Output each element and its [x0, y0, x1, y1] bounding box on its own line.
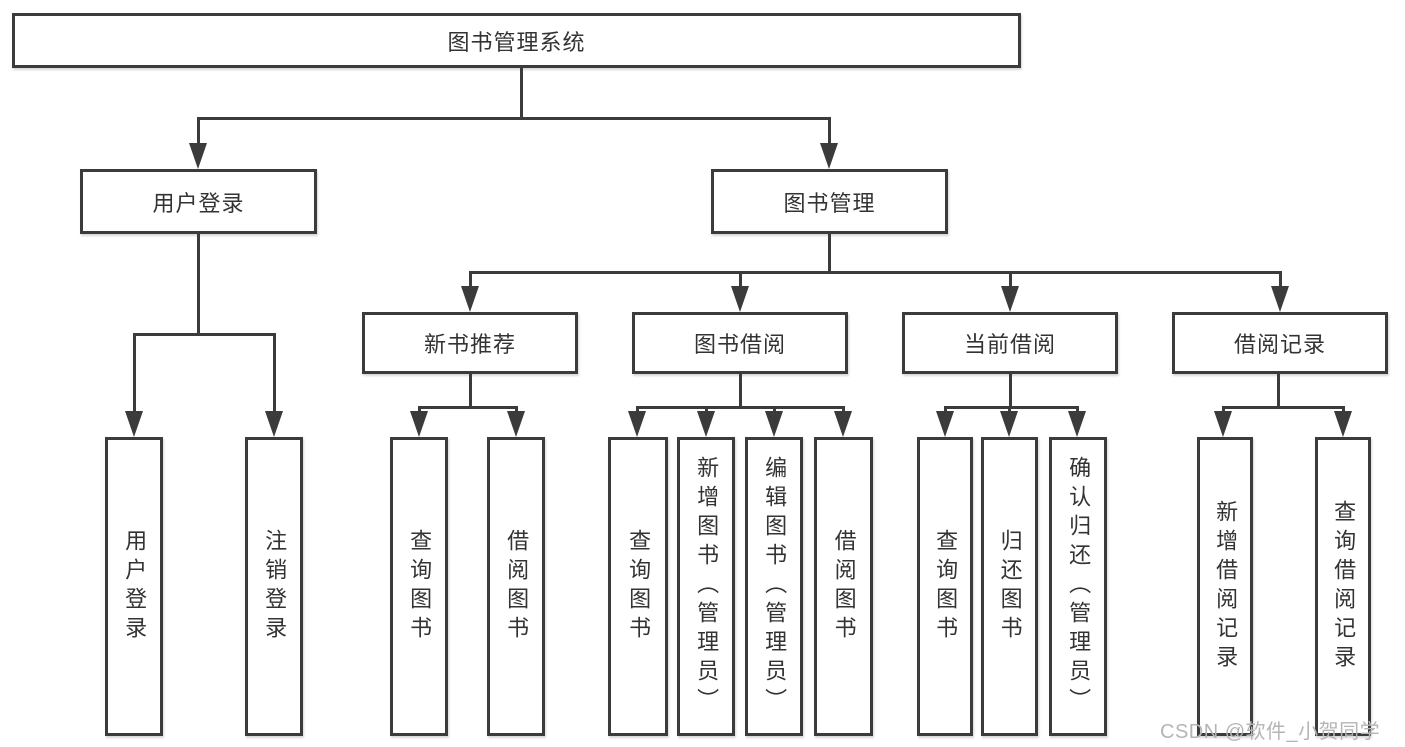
- arrow-down: [834, 411, 852, 437]
- connector-bus: [636, 406, 845, 409]
- leaf-add-books-admin: 新增图书（管理员）: [677, 437, 735, 736]
- node-new-book-recommend: 新书推荐: [362, 312, 578, 374]
- node-book-management: 图书管理: [711, 169, 948, 234]
- leaf-label: 借阅图书: [831, 528, 857, 645]
- arrow-down: [1001, 286, 1019, 312]
- connector-drop: [739, 271, 742, 291]
- arrow-down: [410, 411, 428, 437]
- leaf-label: 注销登录: [262, 528, 288, 645]
- leaf-confirm-return-admin: 确认归还（管理员）: [1049, 437, 1107, 736]
- connector-bus: [133, 333, 276, 336]
- leaf-query-borrow-record: 查询借阅记录: [1315, 437, 1371, 736]
- connector-bus: [944, 406, 1079, 409]
- leaf-label: 查询图书: [407, 528, 433, 645]
- node-book-borrowing: 图书借阅: [632, 312, 848, 374]
- node-borrow-records: 借阅记录: [1172, 312, 1388, 374]
- connector-stub: [739, 374, 742, 409]
- node-user-login: 用户登录: [80, 169, 317, 234]
- connector-level2-bus: [197, 117, 831, 120]
- node-current-borrowing: 当前借阅: [902, 312, 1118, 374]
- leaf-add-borrow-record: 新增借阅记录: [1197, 437, 1253, 736]
- arrow-down: [265, 411, 283, 437]
- arrow-down: [731, 286, 749, 312]
- connector-level3-bus: [469, 271, 1282, 274]
- connector-drop: [469, 271, 472, 291]
- arrow-down: [936, 411, 954, 437]
- arrow-down: [628, 411, 646, 437]
- arrow-down: [125, 411, 143, 437]
- connector-drop: [828, 117, 831, 147]
- leaf-label: 借阅图书: [504, 528, 530, 645]
- connector-bus: [418, 406, 518, 409]
- arrow-down: [820, 143, 838, 169]
- connector-stub: [828, 234, 831, 274]
- leaf-label: 编辑图书（管理员）: [762, 456, 788, 717]
- arrow-down: [461, 286, 479, 312]
- leaf-label: 新增图书（管理员）: [694, 456, 720, 717]
- leaf-query-books-borrowing: 查询图书: [608, 437, 668, 736]
- arrow-down: [1000, 411, 1018, 437]
- leaf-label: 归还图书: [997, 528, 1023, 645]
- leaf-borrow-books-recommend: 借阅图书: [487, 437, 545, 736]
- connector-stub: [197, 234, 200, 335]
- connector-drop: [197, 117, 200, 147]
- leaf-edit-books-admin: 编辑图书（管理员）: [745, 437, 803, 736]
- leaf-user-login: 用户登录: [105, 437, 163, 736]
- leaf-query-books-recommend: 查询图书: [390, 437, 448, 736]
- leaf-label: 用户登录: [122, 528, 148, 645]
- leaf-label: 确认归还（管理员）: [1066, 456, 1092, 717]
- leaf-return-books: 归还图书: [981, 437, 1038, 736]
- arrow-down: [189, 143, 207, 169]
- leaf-borrow-books: 借阅图书: [814, 437, 873, 736]
- leaf-label: 查询图书: [933, 528, 959, 645]
- arrow-down: [1068, 411, 1086, 437]
- leaf-query-books-current: 查询图书: [917, 437, 973, 736]
- connector-drop: [1009, 271, 1012, 291]
- node-library-management-system: 图书管理系统: [12, 13, 1021, 68]
- connector-drop: [133, 333, 136, 413]
- arrow-down: [697, 411, 715, 437]
- connector-bus: [1222, 406, 1345, 409]
- connector-stub: [469, 374, 472, 409]
- connector-root-stub: [520, 68, 523, 120]
- arrow-down: [507, 411, 525, 437]
- leaf-label: 查询图书: [626, 528, 652, 645]
- leaf-label: 新增借阅记录: [1213, 499, 1239, 674]
- arrow-down: [1334, 411, 1352, 437]
- connector-drop: [273, 333, 276, 413]
- connector-drop: [1279, 271, 1282, 291]
- leaf-logout-login: 注销登录: [245, 437, 303, 736]
- connector-stub: [1277, 374, 1280, 409]
- connector-stub: [1009, 374, 1012, 409]
- leaf-label: 查询借阅记录: [1331, 499, 1357, 674]
- watermark: CSDN @软件_小贺同学: [1160, 721, 1381, 743]
- arrow-down: [1271, 286, 1289, 312]
- arrow-down: [765, 411, 783, 437]
- arrow-down: [1214, 411, 1232, 437]
